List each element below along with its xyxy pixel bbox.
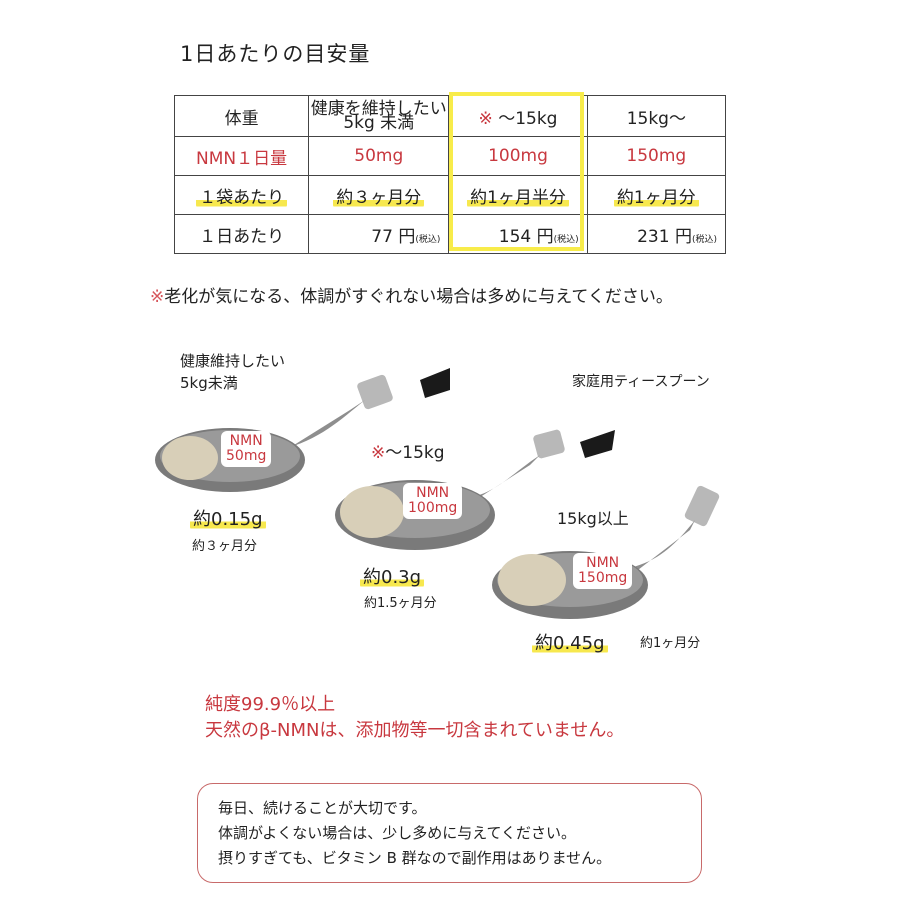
header-weight: 体重	[173, 95, 310, 137]
asterisk-mark-icon: ※	[478, 108, 493, 129]
dosage-table: 体重 健康を維持したい 5kg 未満 ※ ～15kg 15kg～ NMN１日量 …	[173, 95, 727, 254]
spoon1-amount: 約0.15g	[190, 505, 266, 531]
spoon3-amount: 約0.45g	[532, 629, 608, 655]
purity-text: 純度99.9％以上 天然のβ-NMNは、添加物等一切含まれていません。	[205, 694, 625, 741]
asterisk-mark-icon: ※	[150, 287, 165, 307]
spoon-caption: 家庭用ティースプーン	[572, 374, 710, 390]
spoon2-label: ※～15kg	[371, 443, 445, 463]
page-title: 1日あたりの目安量	[180, 42, 371, 66]
table-row: NMN１日量 50mg 100mg 150mg	[173, 136, 727, 176]
table-cell: 約1ヶ月半分	[448, 175, 588, 215]
header-over-15kg: 15kg～	[586, 95, 727, 137]
row-label: １日あたり	[173, 214, 310, 254]
spoon1-label: 健康維持したい 5kg未満	[180, 352, 286, 392]
table-cell: 154 円(税込)	[448, 214, 588, 254]
table-header-row: 体重 健康を維持したい 5kg 未満 ※ ～15kg 15kg～	[173, 95, 727, 137]
spoon3-image	[492, 485, 720, 619]
table-row: １日あたり 77 円(税込) 154 円(税込) 231 円(税込)	[173, 214, 727, 254]
table-cell: 231 円(税込)	[586, 214, 727, 254]
table-cell: 50mg	[308, 136, 450, 176]
table-cell: 100mg	[448, 136, 588, 176]
table-cell: 約1ヶ月分	[586, 175, 727, 215]
spoon3-duration: 約1ヶ月分	[640, 636, 701, 651]
spoon1-duration: 約３ヶ月分	[192, 539, 258, 554]
table-row: １袋あたり 約３ヶ月分 約1ヶ月半分 約1ヶ月分	[173, 175, 727, 215]
table-cell: 150mg	[586, 136, 727, 176]
table-cell: 77 円(税込)	[308, 214, 450, 254]
spoon2-duration: 約1.5ヶ月分	[364, 596, 437, 611]
row-label: NMN１日量	[173, 136, 310, 176]
header-under-5kg: 健康を維持したい 5kg 未満	[308, 95, 450, 137]
spoon2-amount: 約0.3g	[360, 563, 425, 589]
header-up-to-15kg: ※ ～15kg	[448, 95, 588, 137]
note-text: ※老化が気になる、体調がすぐれない場合は多めに与えてください。	[150, 287, 673, 307]
table-cell: 約３ヶ月分	[308, 175, 450, 215]
spoon3-label: 15kg以上	[557, 509, 629, 528]
info-box: 毎日、続けることが大切です。 体調がよくない場合は、少し多めに与えてください。 …	[197, 783, 702, 883]
row-label: １袋あたり	[173, 175, 310, 215]
